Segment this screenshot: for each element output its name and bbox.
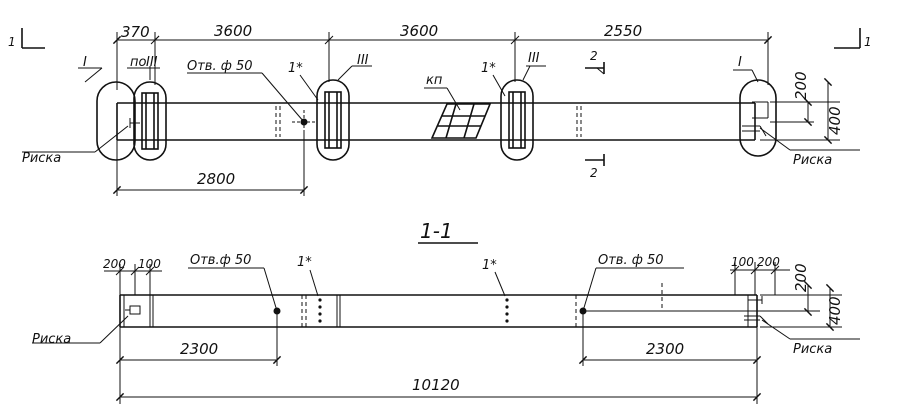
elev-risk-left: Риска: [32, 315, 129, 347]
mark-I-right: I: [738, 55, 742, 70]
kp-label: кп: [426, 73, 443, 88]
plan-dim-2800: 2800: [112, 130, 309, 196]
elev-risk-right: Риска: [761, 319, 860, 357]
po-prefix: по: [130, 55, 146, 70]
elev-one-star-a: 1*: [297, 255, 312, 270]
elev-dim-400-vertical: 400: [826, 296, 844, 325]
elev-dim-100-right: 100: [731, 255, 754, 269]
elev-one-star-b: 1*: [482, 258, 497, 273]
section-mark-2-top: 2: [590, 49, 598, 63]
elevation-beam: [119, 294, 769, 328]
elev-dim-2300-right: 2300: [646, 340, 684, 358]
elev-hole-right-label: Отв. ф 50: [598, 253, 664, 268]
section-mark-1-left: 1: [8, 28, 45, 49]
dim-2550: 2550: [604, 22, 642, 40]
elev-risk-right-label: Риска: [793, 342, 832, 357]
elev-hole-left-label: Отв.ф 50: [190, 253, 251, 268]
elev-risk-left-label: Риска: [32, 332, 71, 347]
one-star-a: 1*: [288, 61, 303, 76]
plan-risk-right: Риска: [759, 127, 860, 168]
kp-brace: кп: [424, 73, 492, 139]
section-1-1: 1-1: [32, 219, 860, 404]
elev-hole-left: Отв.ф 50: [188, 253, 278, 312]
elev-dim-200-vertical: 200: [792, 263, 810, 292]
mark-I-left: I: [83, 55, 87, 70]
risk-right-label: Риска: [793, 153, 832, 168]
top-dimension-chain: 370 3600 3600 2550: [112, 22, 773, 90]
node-III-b: III: [500, 51, 546, 161]
elev-dim-200-right: 200: [757, 255, 780, 269]
section-mark-1-right-label: 1: [864, 35, 872, 49]
plan-beam: [116, 102, 756, 141]
plan-dim-200: 200: [792, 71, 810, 100]
elev-hole-right: Отв. ф 50: [582, 253, 820, 312]
node-I-left: I: [78, 55, 140, 161]
elev-dim-100-left: 100: [138, 257, 161, 271]
elev-vertical-dims: 200 400: [760, 263, 844, 332]
section-mark-1-left-label: 1: [8, 35, 16, 49]
node-III-a: III: [316, 53, 372, 161]
hole-label: Отв. ф 50: [187, 59, 253, 74]
node-I-right: I: [733, 55, 777, 157]
section-mark-1-right: 1: [834, 28, 872, 49]
elev-dim-200-left: 200: [103, 257, 126, 271]
mark-III-a: III: [357, 53, 369, 68]
pad-po-III: по III: [127, 55, 167, 161]
section-mark-2: 2 2: [585, 49, 605, 180]
hole-callout: Отв. ф 50: [187, 59, 305, 123]
risk-left-label: Риска: [22, 151, 61, 166]
elev-top-dims: 200 100 100 200: [103, 255, 790, 295]
dim-2800: 2800: [197, 170, 235, 188]
plan-vertical-dims: 200 400: [760, 71, 844, 145]
plan-dim-400: 400: [826, 106, 844, 135]
elev-dim-10120: 10120: [412, 376, 460, 394]
dim-3600-right: 3600: [400, 22, 438, 40]
mark-III-c: III: [528, 51, 540, 66]
elev-dim-2300-left: 2300: [180, 340, 218, 358]
elev-bottom-dims: 2300 2300 10120: [115, 311, 762, 404]
po-III-mark: III: [146, 55, 158, 70]
one-star-b: 1*: [481, 61, 496, 76]
section-mark-2-bottom: 2: [590, 166, 598, 180]
plan-risk-left: Риска: [22, 125, 129, 166]
plan-view: 370 3600 3600 2550 1 1: [8, 22, 872, 196]
dim-370: 370: [121, 23, 150, 41]
dim-3600-left: 3600: [214, 22, 252, 40]
section-title: 1-1: [420, 219, 453, 243]
